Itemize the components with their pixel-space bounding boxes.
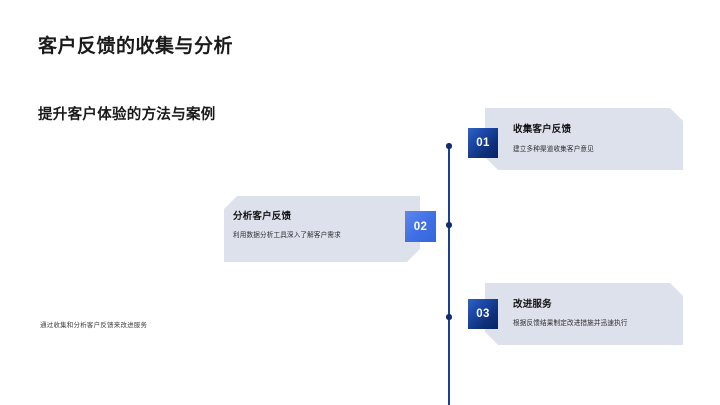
step-title-3: 改进服务 — [513, 299, 552, 310]
step-number-badge-1: 01 — [468, 128, 498, 158]
step-panel-3 — [485, 283, 683, 345]
step-number-badge-3: 03 — [468, 299, 498, 329]
step-panel-2 — [224, 196, 420, 262]
timeline-dot-1 — [446, 143, 452, 149]
step-number-badge-2: 02 — [405, 211, 436, 242]
footnote-text: 通过收集和分析客户反馈来改进服务 — [40, 322, 148, 329]
step-description-3: 根据反馈结果制定改进措施并迅速执行 — [513, 320, 628, 327]
step-description-1: 建立多种渠道收集客户意见 — [513, 146, 594, 153]
step-description-2: 利用数据分析工具深入了解客户需求 — [233, 232, 341, 239]
timeline-dot-3 — [446, 314, 452, 320]
step-title-1: 收集客户反馈 — [513, 124, 572, 135]
timeline-axis — [448, 146, 450, 405]
step-title-2: 分析客户反馈 — [233, 211, 292, 222]
page-subtitle: 提升客户体验的方法与案例 — [38, 107, 216, 123]
timeline-dot-2 — [446, 222, 452, 228]
page-title: 客户反馈的收集与分析 — [38, 36, 234, 57]
step-panel-1 — [485, 108, 683, 170]
